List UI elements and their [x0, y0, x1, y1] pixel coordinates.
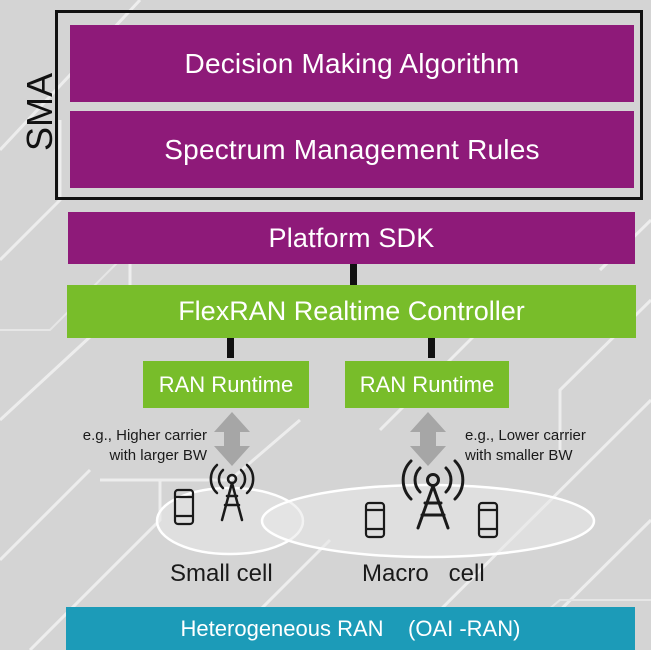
mobile-phone-icon — [364, 501, 386, 539]
left-carrier-note-line2: with larger BW — [109, 447, 207, 464]
antenna-tower-icon — [401, 459, 465, 530]
macro-cell-label: Macro cell — [362, 560, 485, 587]
double-arrow-icon — [410, 412, 446, 466]
controller-runtime-right-connector — [428, 338, 435, 358]
heterogeneous-ran-banner: Heterogeneous RAN (OAI -RAN) — [66, 607, 635, 650]
macro-cell-ellipse — [260, 483, 596, 559]
decision-making-algorithm-box: Decision Making Algorithm — [70, 25, 634, 102]
right-carrier-note-line1: e.g., Lower carrier — [465, 427, 586, 444]
platform-sdk-box: Platform SDK — [68, 212, 635, 264]
left-carrier-note: e.g., Higher carrier with larger BW — [72, 426, 207, 466]
ran-runtime-right-box: RAN Runtime — [345, 361, 509, 408]
sdk-controller-connector — [350, 264, 357, 285]
left-carrier-note-line1: e.g., Higher carrier — [82, 427, 207, 444]
mobile-phone-icon — [173, 488, 195, 526]
small-cell-label: Small cell — [170, 560, 273, 587]
mobile-phone-icon — [477, 501, 499, 539]
spectrum-management-rules-box: Spectrum Management Rules — [70, 111, 634, 188]
flexran-controller-box: FlexRAN Realtime Controller — [67, 285, 636, 338]
right-carrier-note: e.g., Lower carrier with smaller BW — [465, 426, 625, 466]
ran-runtime-left-box: RAN Runtime — [143, 361, 309, 408]
controller-runtime-left-connector — [227, 338, 234, 358]
antenna-tower-icon — [209, 463, 255, 522]
double-arrow-icon — [214, 412, 250, 466]
sma-frame — [55, 10, 643, 200]
right-carrier-note-line2: with smaller BW — [465, 447, 573, 464]
